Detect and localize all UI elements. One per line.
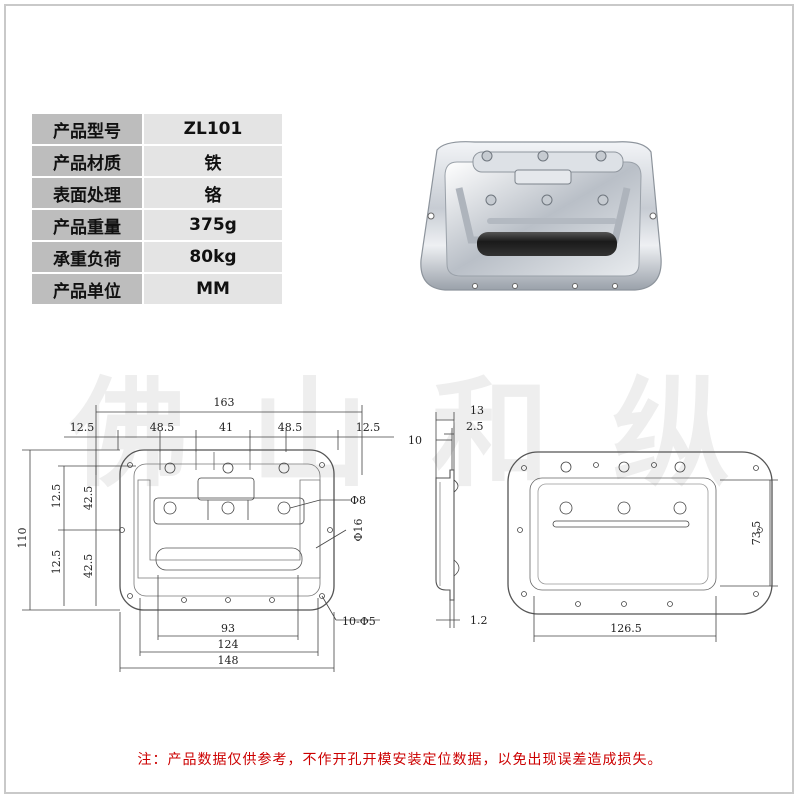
- dim-v-top-1: 12.5: [50, 484, 63, 509]
- dim-side-thickness: 1.2: [470, 614, 488, 627]
- back-view: [507, 451, 778, 642]
- dim-overall-width: 163: [214, 396, 235, 409]
- dim-spacing-center: 41: [219, 421, 233, 434]
- dim-right-edge: 12.5: [356, 421, 381, 434]
- dim-height: 110: [16, 528, 29, 549]
- dim-left-edge: 12.5: [70, 421, 95, 434]
- page-frame: [4, 4, 794, 794]
- front-view: [22, 405, 394, 672]
- spec-key: 产品材质: [32, 146, 142, 176]
- dim-inner-124: 124: [218, 638, 239, 651]
- spec-value: 铁: [144, 146, 282, 176]
- dim-spacing-2: 48.5: [278, 421, 303, 434]
- spec-key: 承重负荷: [32, 242, 142, 272]
- side-view: [435, 412, 460, 628]
- spec-value: ZL101: [144, 114, 282, 144]
- spec-row: 产品材质铁: [32, 146, 282, 176]
- dim-v-bottom-1: 12.5: [50, 550, 63, 575]
- dim-v-bottom-2: 42.5: [82, 554, 95, 579]
- spec-key: 产品型号: [32, 114, 142, 144]
- spec-value: 铬: [144, 178, 282, 208]
- dim-hole-large: Φ16: [352, 518, 365, 541]
- product-photo: [420, 141, 662, 291]
- dim-back-height: 73.5: [750, 521, 763, 546]
- dim-v-top-2: 42.5: [82, 486, 95, 511]
- dim-base-148: 148: [218, 654, 239, 667]
- spec-key: 表面处理: [32, 178, 142, 208]
- spec-value: MM: [144, 274, 282, 304]
- dim-back-width: 126.5: [610, 622, 642, 635]
- spec-row: 表面处理铬: [32, 178, 282, 208]
- dim-side-10: 10: [408, 434, 422, 447]
- dim-holes-count: 10-Φ5: [342, 615, 376, 628]
- spec-value: 80kg: [144, 242, 282, 272]
- dim-spacing-1: 48.5: [150, 421, 175, 434]
- spec-key: 产品单位: [32, 274, 142, 304]
- technical-drawing: 163 12.5 48.5 41 48.5 12.5 110 12.5 42.5…: [16, 396, 778, 672]
- disclaimer-note: 注：产品数据仅供参考，不作开孔开模安装定位数据，以免出现误差造成损失。: [137, 752, 663, 768]
- spec-key: 产品重量: [32, 210, 142, 240]
- dim-side-13: 13: [470, 404, 484, 417]
- dim-side-2-5: 2.5: [466, 420, 484, 433]
- dim-hole-small: Φ8: [350, 494, 366, 507]
- dim-inner-93: 93: [221, 622, 235, 635]
- spec-value: 375g: [144, 210, 282, 240]
